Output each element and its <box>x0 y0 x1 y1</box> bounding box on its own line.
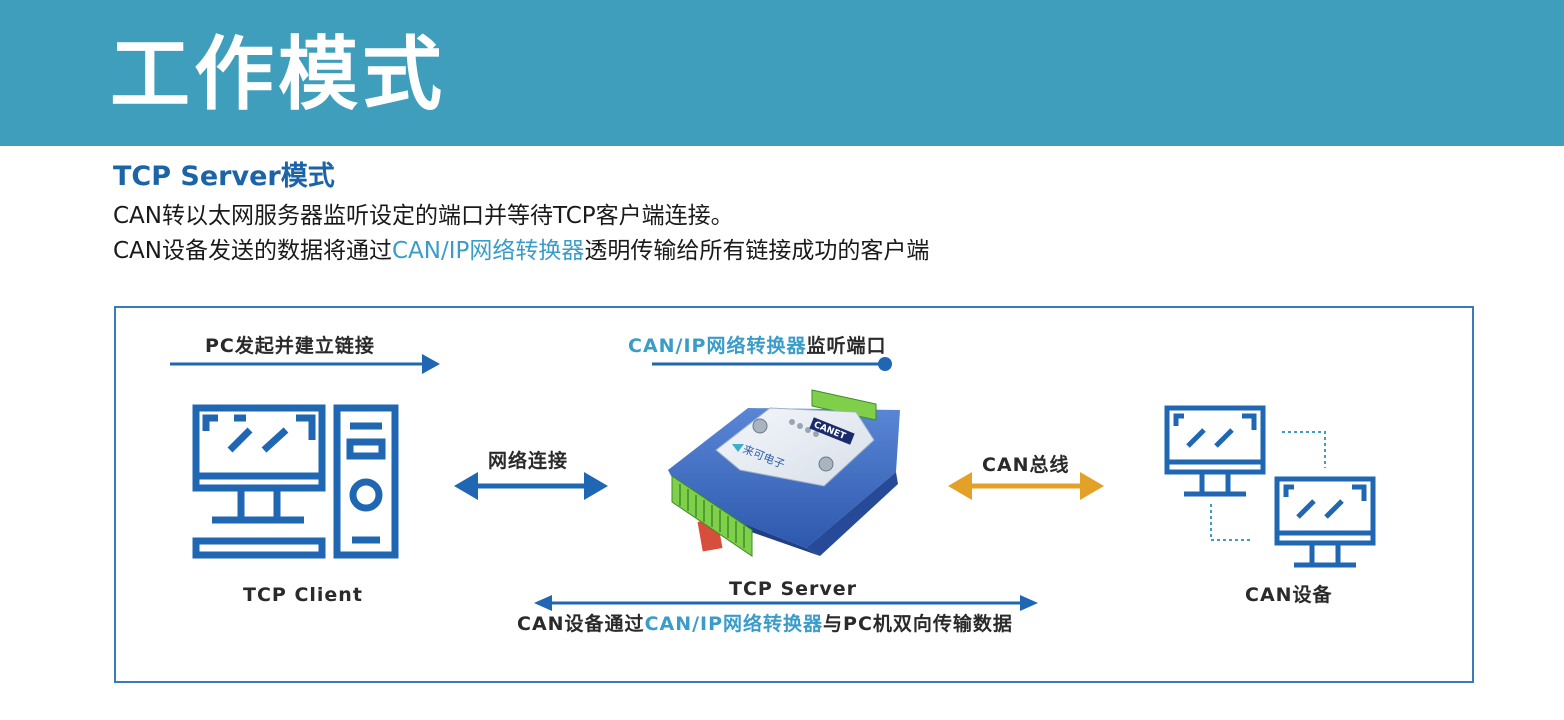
bidirectional-line <box>534 595 1038 611</box>
tcp-client-label: TCP Client <box>243 584 363 606</box>
device-dotted-link <box>1210 431 1326 541</box>
header-banner: 工作模式 <box>0 0 1564 146</box>
description-line-2: CAN设备发送的数据将通过CAN/IP网络转换器透明传输给所有链接成功的客户端 <box>113 236 929 266</box>
bidirectional-highlight: CAN/IP网络转换器 <box>644 613 824 635</box>
diagram-frame <box>114 306 1474 683</box>
can-device-label: CAN设备 <box>1245 584 1333 606</box>
description-line-1: CAN转以太网服务器监听设定的端口并等待TCP客户端连接。 <box>113 203 734 229</box>
description-text: 透明传输给所有链接成功的客户端 <box>584 238 930 264</box>
bidirectional-text: CAN设备通过 <box>517 613 645 635</box>
tcp-server-label: TCP Server <box>729 578 858 600</box>
bidirectional-label: CAN设备通过CAN/IP网络转换器与PC机双向传输数据 <box>517 612 1013 636</box>
can-bus-label: CAN总线 <box>982 454 1070 476</box>
section-title: TCP Server模式 <box>113 161 335 192</box>
network-double-arrow <box>454 472 608 500</box>
desktop-computer-icon <box>192 404 399 559</box>
listen-port-label: CAN/IP网络转换器监听端口 <box>628 334 887 358</box>
description-text: CAN设备发送的数据将通过 <box>113 238 392 264</box>
description-highlight: CAN/IP网络转换器 <box>392 238 585 264</box>
monitor-icon <box>1164 405 1266 497</box>
can-bus-double-arrow <box>948 472 1104 500</box>
bidirectional-text: 与PC机双向传输数据 <box>823 613 1013 635</box>
page-title: 工作模式 <box>110 28 446 121</box>
canet-converter-device: CANET 来可电子 <box>668 389 900 557</box>
listen-port-text: 监听端口 <box>806 335 887 357</box>
monitor-icon <box>1274 476 1376 568</box>
pc-connect-arrow <box>170 354 440 374</box>
listen-port-line <box>652 357 892 371</box>
network-link-label: 网络连接 <box>488 450 569 472</box>
pc-connect-label: PC发起并建立链接 <box>205 335 375 357</box>
listen-port-highlight: CAN/IP网络转换器 <box>628 335 807 357</box>
